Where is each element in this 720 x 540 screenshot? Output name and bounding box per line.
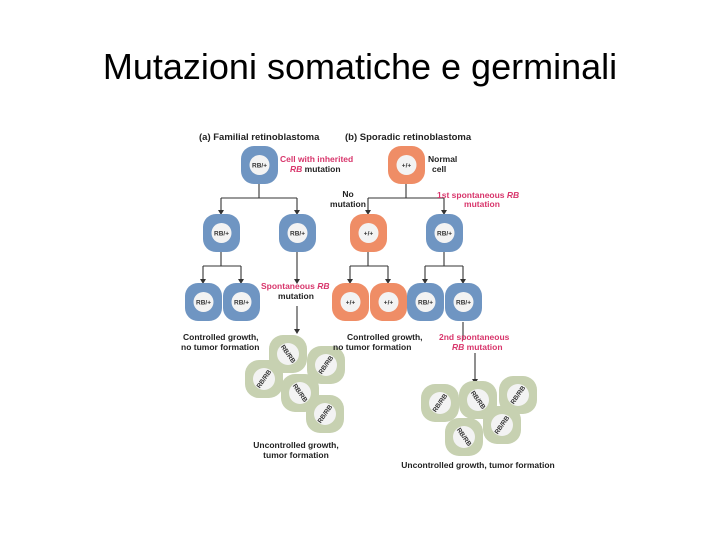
normal-label-line2: cell	[432, 164, 446, 174]
svg-text:RB/+: RB/+	[290, 231, 305, 238]
svg-text:+/+: +/+	[384, 300, 394, 307]
no-mutation-line1: No	[342, 189, 353, 199]
cell-b-row2-1: +/+	[350, 214, 387, 252]
svg-text:+/+: +/+	[364, 231, 374, 238]
cell-a-row3-2: RB/+	[223, 283, 260, 321]
cell-b-row3-3: RB/+	[407, 283, 444, 321]
inherited-label-line1: Cell with inherited	[280, 154, 353, 164]
svg-text:RB/+: RB/+	[196, 300, 211, 307]
cell-b-top: +/+	[388, 146, 425, 184]
cell-b-row3-2: +/+	[370, 283, 407, 321]
tumor-cell-a-3: RB/RB	[245, 360, 283, 398]
spontaneous-label-line2: mutation	[278, 291, 314, 301]
svg-text:RB/+: RB/+	[456, 300, 471, 307]
svg-text:RB/+: RB/+	[437, 231, 452, 238]
controlled-a-line1: Controlled growth,	[183, 332, 259, 342]
uncontrolled-a-line2: tumor formation	[263, 450, 329, 460]
cell-a-row2-2: RB/+	[279, 214, 316, 252]
cell-b-row2-2: RB/+	[426, 214, 463, 252]
inherited-label-line2: RB mutation	[290, 164, 341, 174]
svg-text:RB/+: RB/+	[252, 163, 267, 170]
svg-text:+/+: +/+	[346, 300, 356, 307]
controlled-b-line1: Controlled growth,	[347, 332, 423, 342]
second-mutation-line1: 2nd spontaneous	[439, 332, 510, 342]
spontaneous-label-line1: Spontaneous RB	[261, 281, 329, 291]
uncontrolled-b: Uncontrolled growth, tumor formation	[401, 460, 554, 470]
normal-label-line1: Normal	[428, 154, 457, 164]
no-mutation-line2: mutation	[330, 199, 366, 209]
svg-text:RB/+: RB/+	[234, 300, 249, 307]
panel-a-heading: (a) Familial retinoblastoma	[199, 132, 320, 143]
cell-a-row3-1: RB/+	[185, 283, 222, 321]
cell-a-top: RB/+	[241, 146, 278, 184]
svg-text:RB/+: RB/+	[418, 300, 433, 307]
uncontrolled-a-line1: Uncontrolled growth,	[253, 440, 338, 450]
svg-text:+/+: +/+	[402, 163, 412, 170]
panel-b-heading: (b) Sporadic retinoblastoma	[345, 132, 472, 143]
cell-b-row3-4: RB/+	[445, 283, 482, 321]
tumor-cell-b-4: RB/RB	[483, 406, 521, 444]
controlled-b-line2: no tumor formation	[333, 342, 411, 352]
tumor-cell-a-5: RB/RB	[306, 395, 344, 433]
cell-a-row2-1: RB/+	[203, 214, 240, 252]
tumor-cell-b-5: RB/RB	[445, 418, 483, 456]
svg-text:RB/+: RB/+	[214, 231, 229, 238]
tumor-cell-b-3: RB/RB	[421, 384, 459, 422]
controlled-a-line2: no tumor formation	[181, 342, 259, 352]
first-mutation-line2: mutation	[464, 199, 500, 209]
second-mutation-line2: RB mutation	[452, 342, 503, 352]
cell-b-row3-1: +/+	[332, 283, 369, 321]
